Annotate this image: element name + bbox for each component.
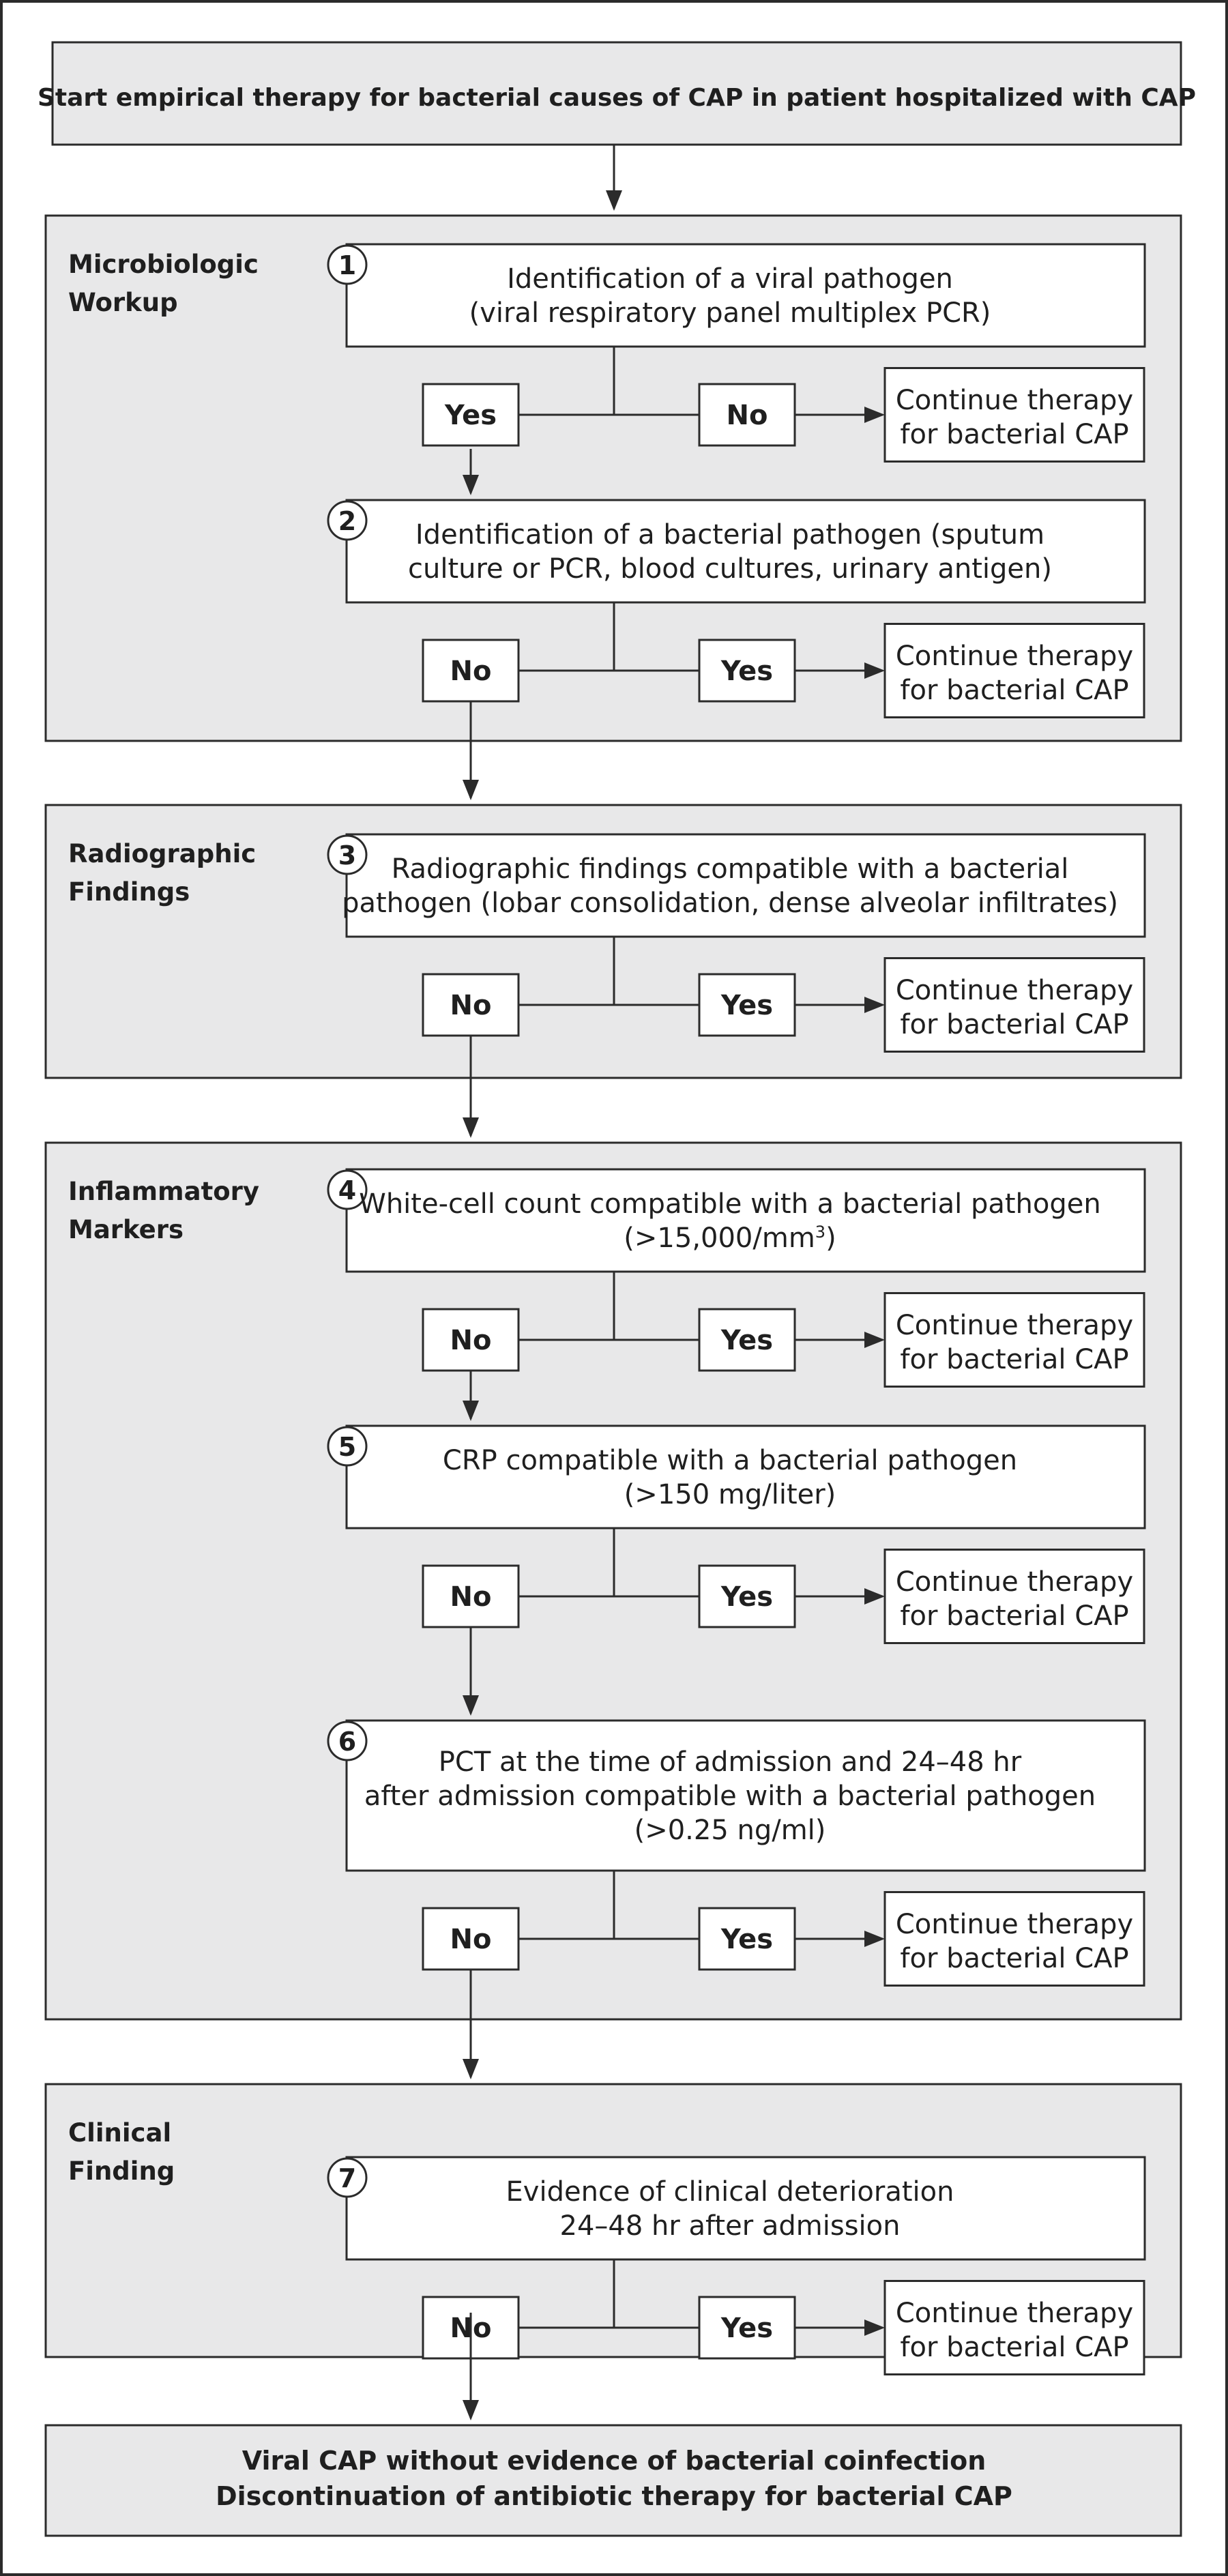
- step-number-circle: [327, 2157, 368, 2198]
- continue-condition-label: Yes: [720, 656, 773, 687]
- step-number: 1: [338, 250, 356, 280]
- step-text: Radiographic findings compatible with a …: [392, 853, 1069, 885]
- step-text: pathogen (lobar consolidation, dense alv…: [342, 888, 1118, 919]
- step-number: 2: [338, 506, 356, 536]
- step-number-circle: [327, 834, 368, 875]
- step-box: [345, 499, 1146, 604]
- section-label: Inflammatory: [68, 1177, 259, 1206]
- proceed-label: No: [450, 656, 492, 687]
- step-text: (viral respiratory panel multiplex PCR): [469, 297, 991, 329]
- step-number: 6: [338, 1727, 356, 1757]
- step-text: White-cell count compatible with a bacte…: [359, 1188, 1100, 1220]
- continue-condition-label: Yes: [720, 1325, 773, 1356]
- step-box: [345, 1424, 1146, 1530]
- continue-therapy-text: Continue therapy: [896, 2298, 1133, 2329]
- continue-therapy-text: for bacterial CAP: [900, 2332, 1128, 2363]
- proceed-label: No: [450, 1924, 492, 1955]
- continue-therapy-box: [883, 1891, 1145, 1987]
- continue-therapy-text: for bacterial CAP: [900, 1344, 1128, 1375]
- step-number: 3: [338, 840, 356, 870]
- step-text: (>150 mg/liter): [624, 1479, 836, 1510]
- continue-therapy-text: for bacterial CAP: [900, 1600, 1128, 1632]
- section-label: Radiographic: [68, 839, 256, 868]
- step-number-circle: [327, 244, 368, 285]
- step-text: Identification of a bacterial pathogen (…: [415, 519, 1044, 551]
- continue-no-box: [698, 383, 796, 447]
- continue-yes-box: [698, 1564, 796, 1628]
- continue-yes-box: [698, 2296, 796, 2360]
- continue-therapy-text: for bacterial CAP: [900, 675, 1128, 706]
- continue-condition-label: Yes: [720, 990, 773, 1021]
- step-text: Evidence of clinical deterioration: [506, 2176, 954, 2208]
- step-text: CRP compatible with a bacterial pathogen: [443, 1445, 1017, 1476]
- section-label: Workup: [68, 288, 178, 317]
- step-text: Identification of a viral pathogen: [507, 263, 953, 295]
- section-label: Markers: [68, 1215, 184, 1244]
- step-text: PCT at the time of admission and 24–48 h…: [439, 1746, 1022, 1778]
- continue-therapy-text: for bacterial CAP: [900, 419, 1128, 450]
- proceed-label: No: [450, 1325, 492, 1356]
- step-number: 5: [338, 1432, 356, 1462]
- step-text: 24–48 hr after admission: [560, 2210, 901, 2242]
- continue-yes-box: [698, 1308, 796, 1372]
- step-number-circle: [327, 1426, 368, 1467]
- continue-therapy-text: Continue therapy: [896, 975, 1133, 1006]
- step-box: [345, 243, 1146, 348]
- step-text: (>15,000/mm3): [624, 1223, 836, 1254]
- step-number-circle: [327, 500, 368, 541]
- section-label: Finding: [68, 2156, 175, 2186]
- continue-therapy-text: Continue therapy: [896, 385, 1133, 416]
- continue-condition-label: Yes: [720, 1581, 773, 1613]
- continue-therapy-text: Continue therapy: [896, 1909, 1133, 1940]
- continue-yes-box: [698, 1907, 796, 1971]
- end-box: [44, 2424, 1182, 2537]
- continue-yes-box: [698, 973, 796, 1037]
- step-box: [345, 1719, 1146, 1872]
- start-text: Start empirical therapy for bacterial ca…: [38, 84, 1196, 112]
- proceed-label: Yes: [444, 400, 497, 431]
- step-box: [345, 1168, 1146, 1273]
- step-box: [345, 833, 1146, 938]
- continue-condition-label: Yes: [720, 2313, 773, 2344]
- continue-therapy-box: [883, 957, 1145, 1053]
- proceed-no-box: [422, 1907, 520, 1971]
- continue-therapy-box: [883, 623, 1145, 718]
- proceed-no-box: [422, 1564, 520, 1628]
- continue-condition-label: Yes: [720, 1924, 773, 1955]
- step-text: culture or PCR, blood cultures, urinary …: [408, 553, 1052, 585]
- continue-therapy-text: for bacterial CAP: [900, 1009, 1128, 1040]
- step-number: 4: [338, 1175, 356, 1205]
- proceed-label: No: [450, 1581, 492, 1613]
- continue-therapy-text: for bacterial CAP: [900, 1943, 1128, 1974]
- proceed-no-box: [422, 973, 520, 1037]
- proceed-label: No: [450, 990, 492, 1021]
- start-box: [51, 41, 1182, 146]
- section-label: Microbiologic: [68, 250, 259, 279]
- step-text: after admission compatible with a bacter…: [364, 1781, 1096, 1812]
- continue-therapy-box: [883, 1549, 1145, 1644]
- continue-therapy-text: Continue therapy: [896, 641, 1133, 672]
- continue-therapy-box: [883, 367, 1145, 463]
- continue-therapy-text: Continue therapy: [896, 1310, 1133, 1341]
- continue-therapy-box: [883, 1292, 1145, 1388]
- continue-condition-label: No: [727, 400, 768, 431]
- continue-therapy-box: [883, 2280, 1145, 2375]
- step-number-circle: [327, 1721, 368, 1761]
- step-number: 7: [338, 2163, 356, 2193]
- step-box: [345, 2156, 1146, 2261]
- proceed-no-box: [422, 639, 520, 703]
- proceed-yes-box: [422, 383, 520, 447]
- end-text: Discontinuation of antibiotic therapy fo…: [216, 2481, 1012, 2511]
- step-text: (>0.25 ng/ml): [634, 1815, 826, 1846]
- end-text: Viral CAP without evidence of bacterial …: [242, 2446, 986, 2476]
- continue-therapy-text: Continue therapy: [896, 1566, 1133, 1598]
- step-number-circle: [327, 1169, 368, 1210]
- section-label: Clinical: [68, 2118, 171, 2148]
- section-label: Findings: [68, 877, 190, 907]
